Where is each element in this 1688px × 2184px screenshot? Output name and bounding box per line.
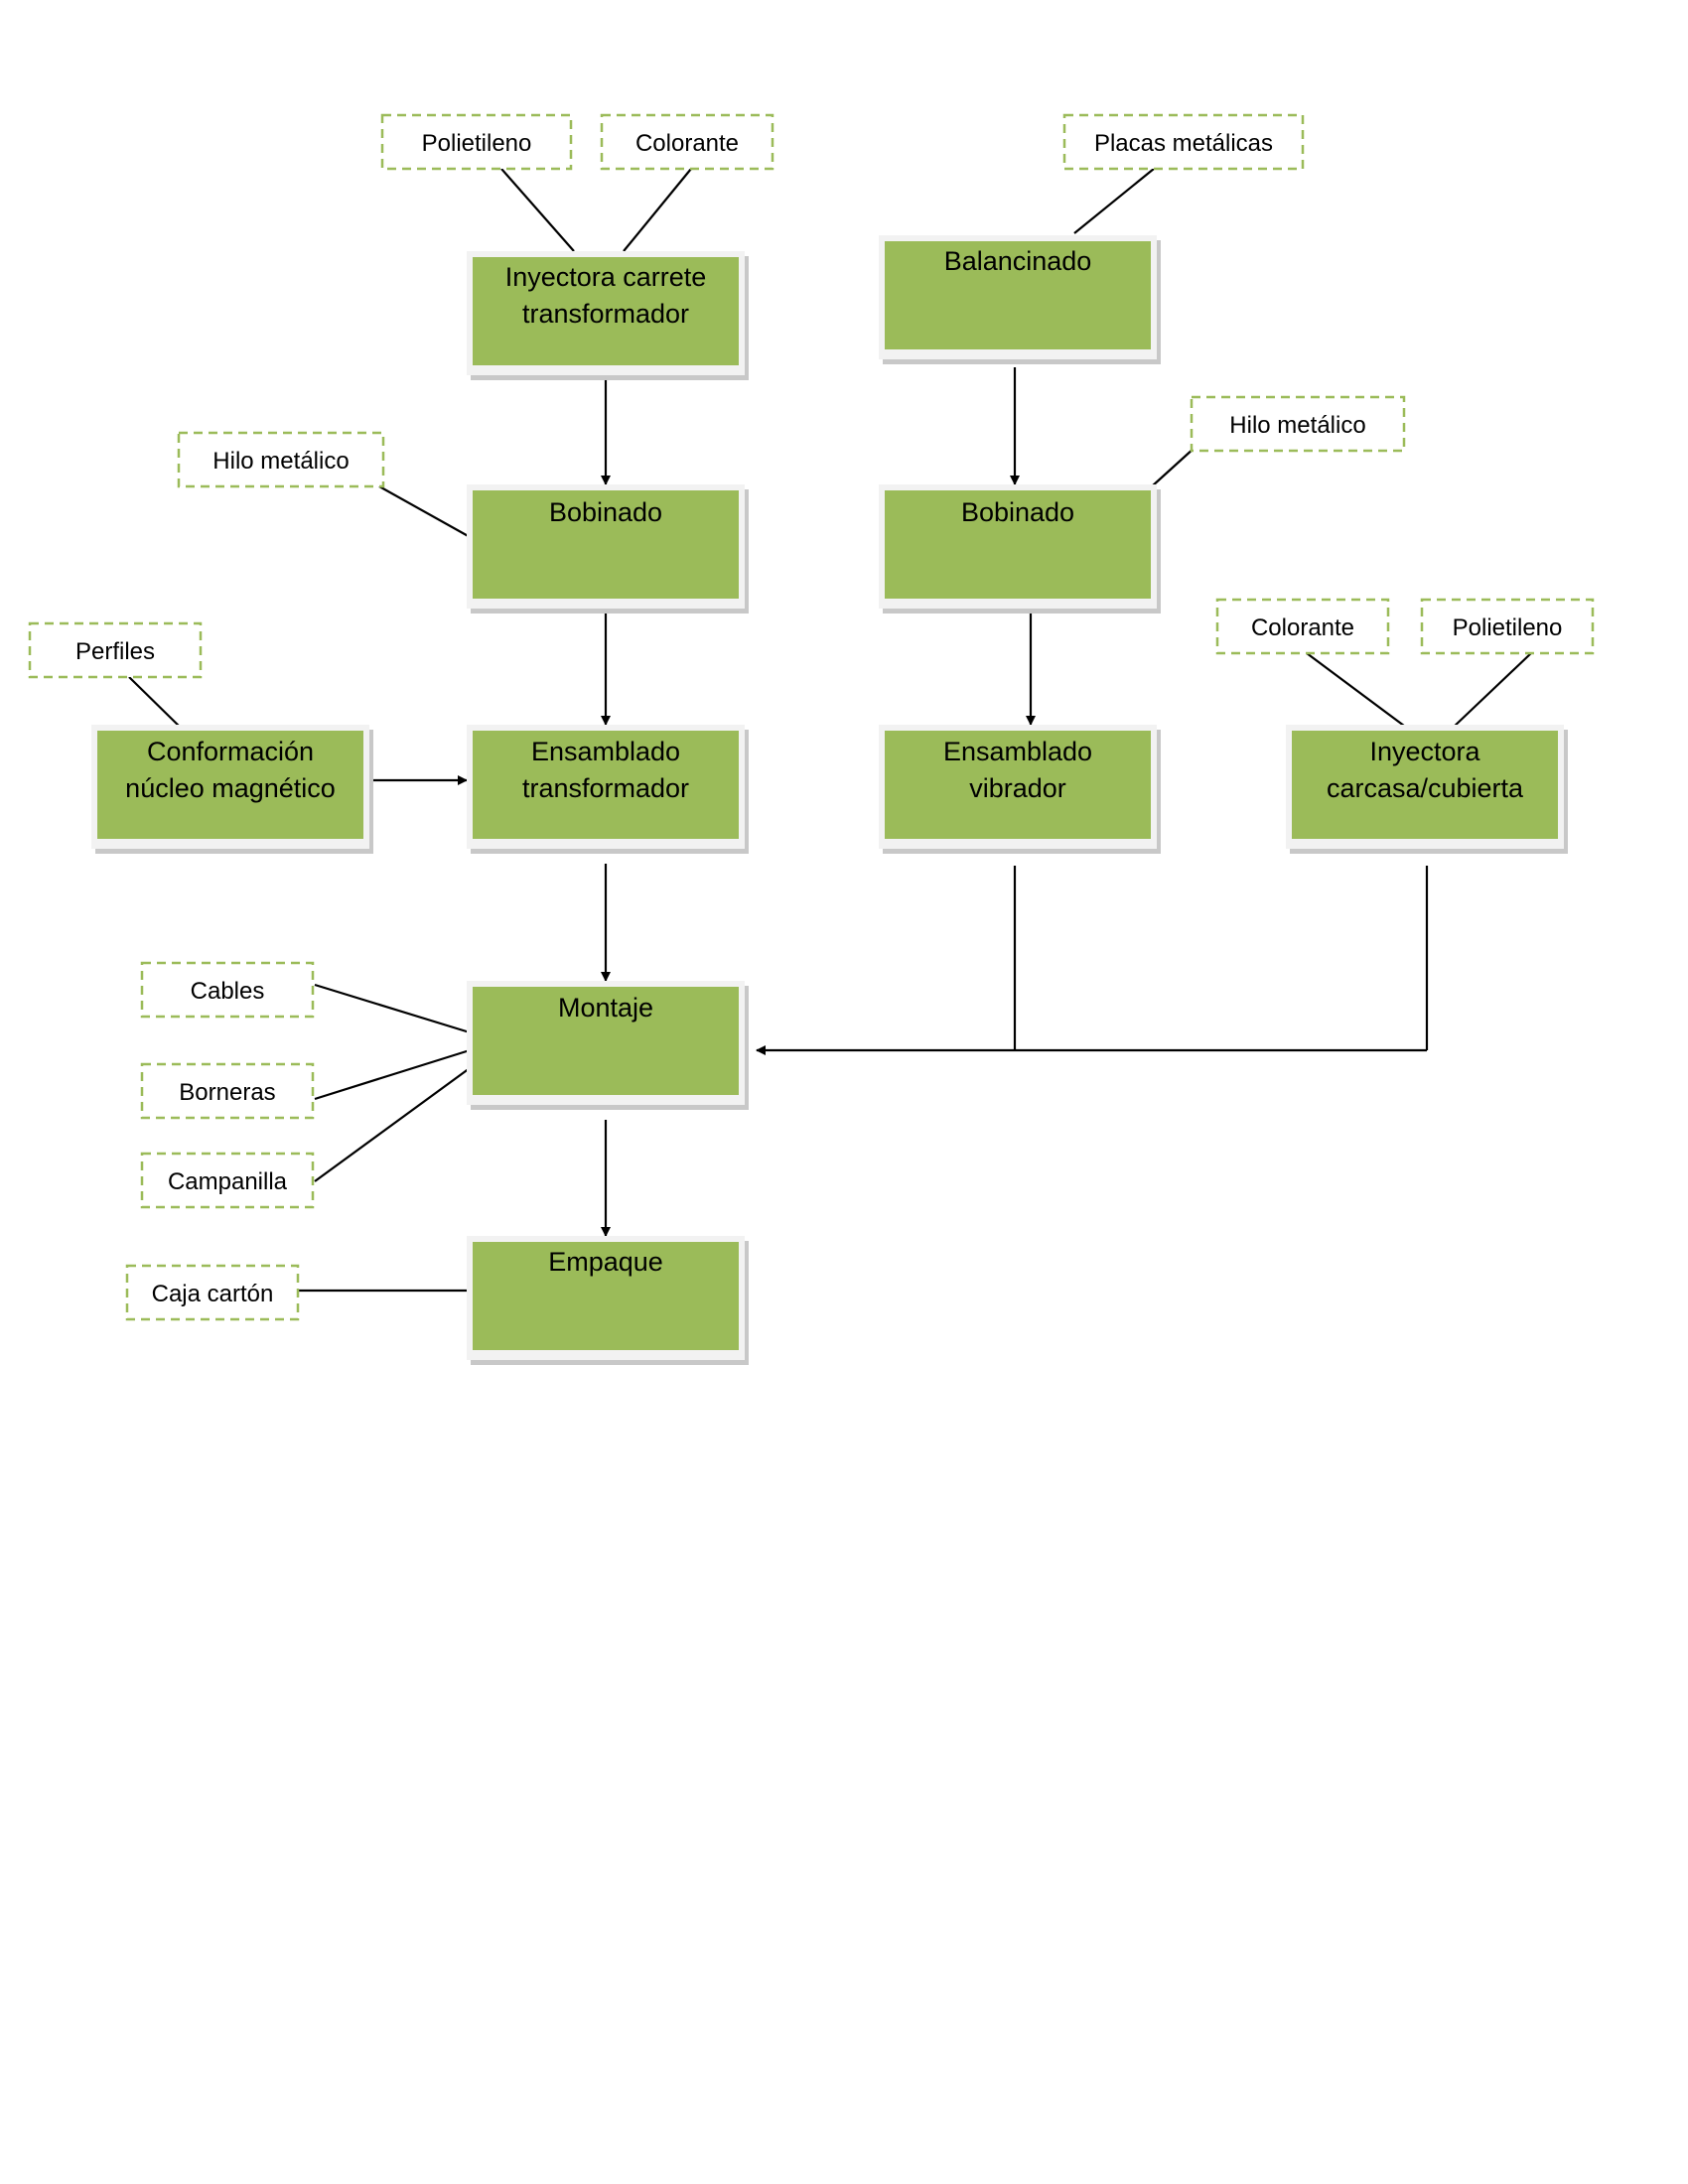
material-box [140,961,315,1019]
process-label: Empaque [548,1247,663,1277]
material-caja-carton: Caja cartón [125,1264,300,1321]
line-campanilla [314,1067,471,1182]
process-label: vibrador [969,773,1066,803]
material-box [140,1152,315,1209]
process-label: Bobinado [549,497,662,527]
process-bobinado-left: Bobinado [467,484,749,614]
material-label: Placas metálicas [1094,130,1273,157]
process-label: núcleo magnético [125,773,336,803]
box-fill [473,987,739,1095]
box-fill [1292,731,1558,839]
material-cables: Cables [140,961,315,1019]
process-bobinado-right: Bobinado [879,484,1161,614]
process-label: Inyectora carrete [505,262,707,292]
material-hilo-metalico-left: Hilo metálico [177,431,385,488]
process-empaque: Empaque [467,1236,749,1365]
process-label: Bobinado [961,497,1074,527]
material-label: Polietileno [1453,614,1563,641]
material-box [28,621,203,679]
material-label: Colorante [635,130,739,157]
material-colorante-top: Colorante [600,113,774,171]
material-borneras: Borneras [140,1062,315,1120]
line-borneras [314,1048,471,1101]
material-box [1420,598,1595,655]
material-placas-metalicas: Placas metálicas [1062,113,1305,171]
process-conformacion-nucleo: Conformación núcleo magnético [91,725,373,854]
process-label: carcasa/cubierta [1327,773,1524,803]
process-label: Montaje [558,993,653,1023]
process-label: Ensamblado [943,737,1092,766]
material-box [380,113,573,171]
material-colorante-right: Colorante [1215,598,1390,655]
line-polietileno-top [500,168,575,252]
line-hilo-metalico-left [378,485,473,539]
process-balancinado: Balancinado [879,235,1161,364]
box-fill [885,731,1151,839]
box-fill [473,731,739,839]
material-box [125,1264,300,1321]
line-polietileno-right [1451,652,1532,730]
process-label: Ensamblado [531,737,680,766]
material-label: Hilo metálico [212,448,349,475]
line-colorante-top [623,168,692,252]
material-box [140,1062,315,1120]
material-box [177,431,385,488]
line-placas-metalicas [1073,168,1155,234]
material-box [1215,598,1390,655]
material-box [1062,113,1305,171]
material-label: Cables [191,978,265,1005]
process-ensamblado-transformador: Ensamblado transformador [467,725,749,854]
material-perfiles: Perfiles [28,621,203,679]
line-hilo-metalico-right [1151,447,1196,487]
box-fill [473,1242,739,1350]
material-label: Perfiles [75,638,155,665]
material-label: Borneras [179,1079,275,1106]
line-perfiles [128,676,183,730]
line-colorante-right [1306,652,1409,730]
material-polietileno-right: Polietileno [1420,598,1595,655]
material-hilo-metalico-right: Hilo metálico [1190,395,1406,453]
process-label: Inyectora [1369,737,1480,766]
material-label: Polietileno [422,130,532,157]
material-polietileno-top: Polietileno [380,113,573,171]
process-montaje: Montaje [467,981,749,1110]
process-inyectora-carcasa: Inyectora carcasa/cubierta [1286,725,1568,854]
material-campanilla: Campanilla [140,1152,315,1209]
box-fill [473,257,739,365]
box-fill [97,731,363,839]
box-fill [885,490,1151,599]
material-label: Caja cartón [152,1281,274,1307]
line-cables [314,983,471,1034]
material-box [600,113,774,171]
material-label: Hilo metálico [1229,412,1365,439]
material-box [1190,395,1406,453]
process-label: Conformación [147,737,314,766]
process-label: transformador [522,299,689,329]
process-ensamblado-vibrador: Ensamblado vibrador [879,725,1161,854]
box-fill [885,241,1151,349]
box-fill [473,490,739,599]
material-label: Campanilla [168,1168,288,1195]
material-label: Colorante [1251,614,1354,641]
process-label: transformador [522,773,689,803]
process-label: Balancinado [944,246,1092,276]
process-inyectora-carrete: Inyectora carrete transformador [467,251,749,380]
